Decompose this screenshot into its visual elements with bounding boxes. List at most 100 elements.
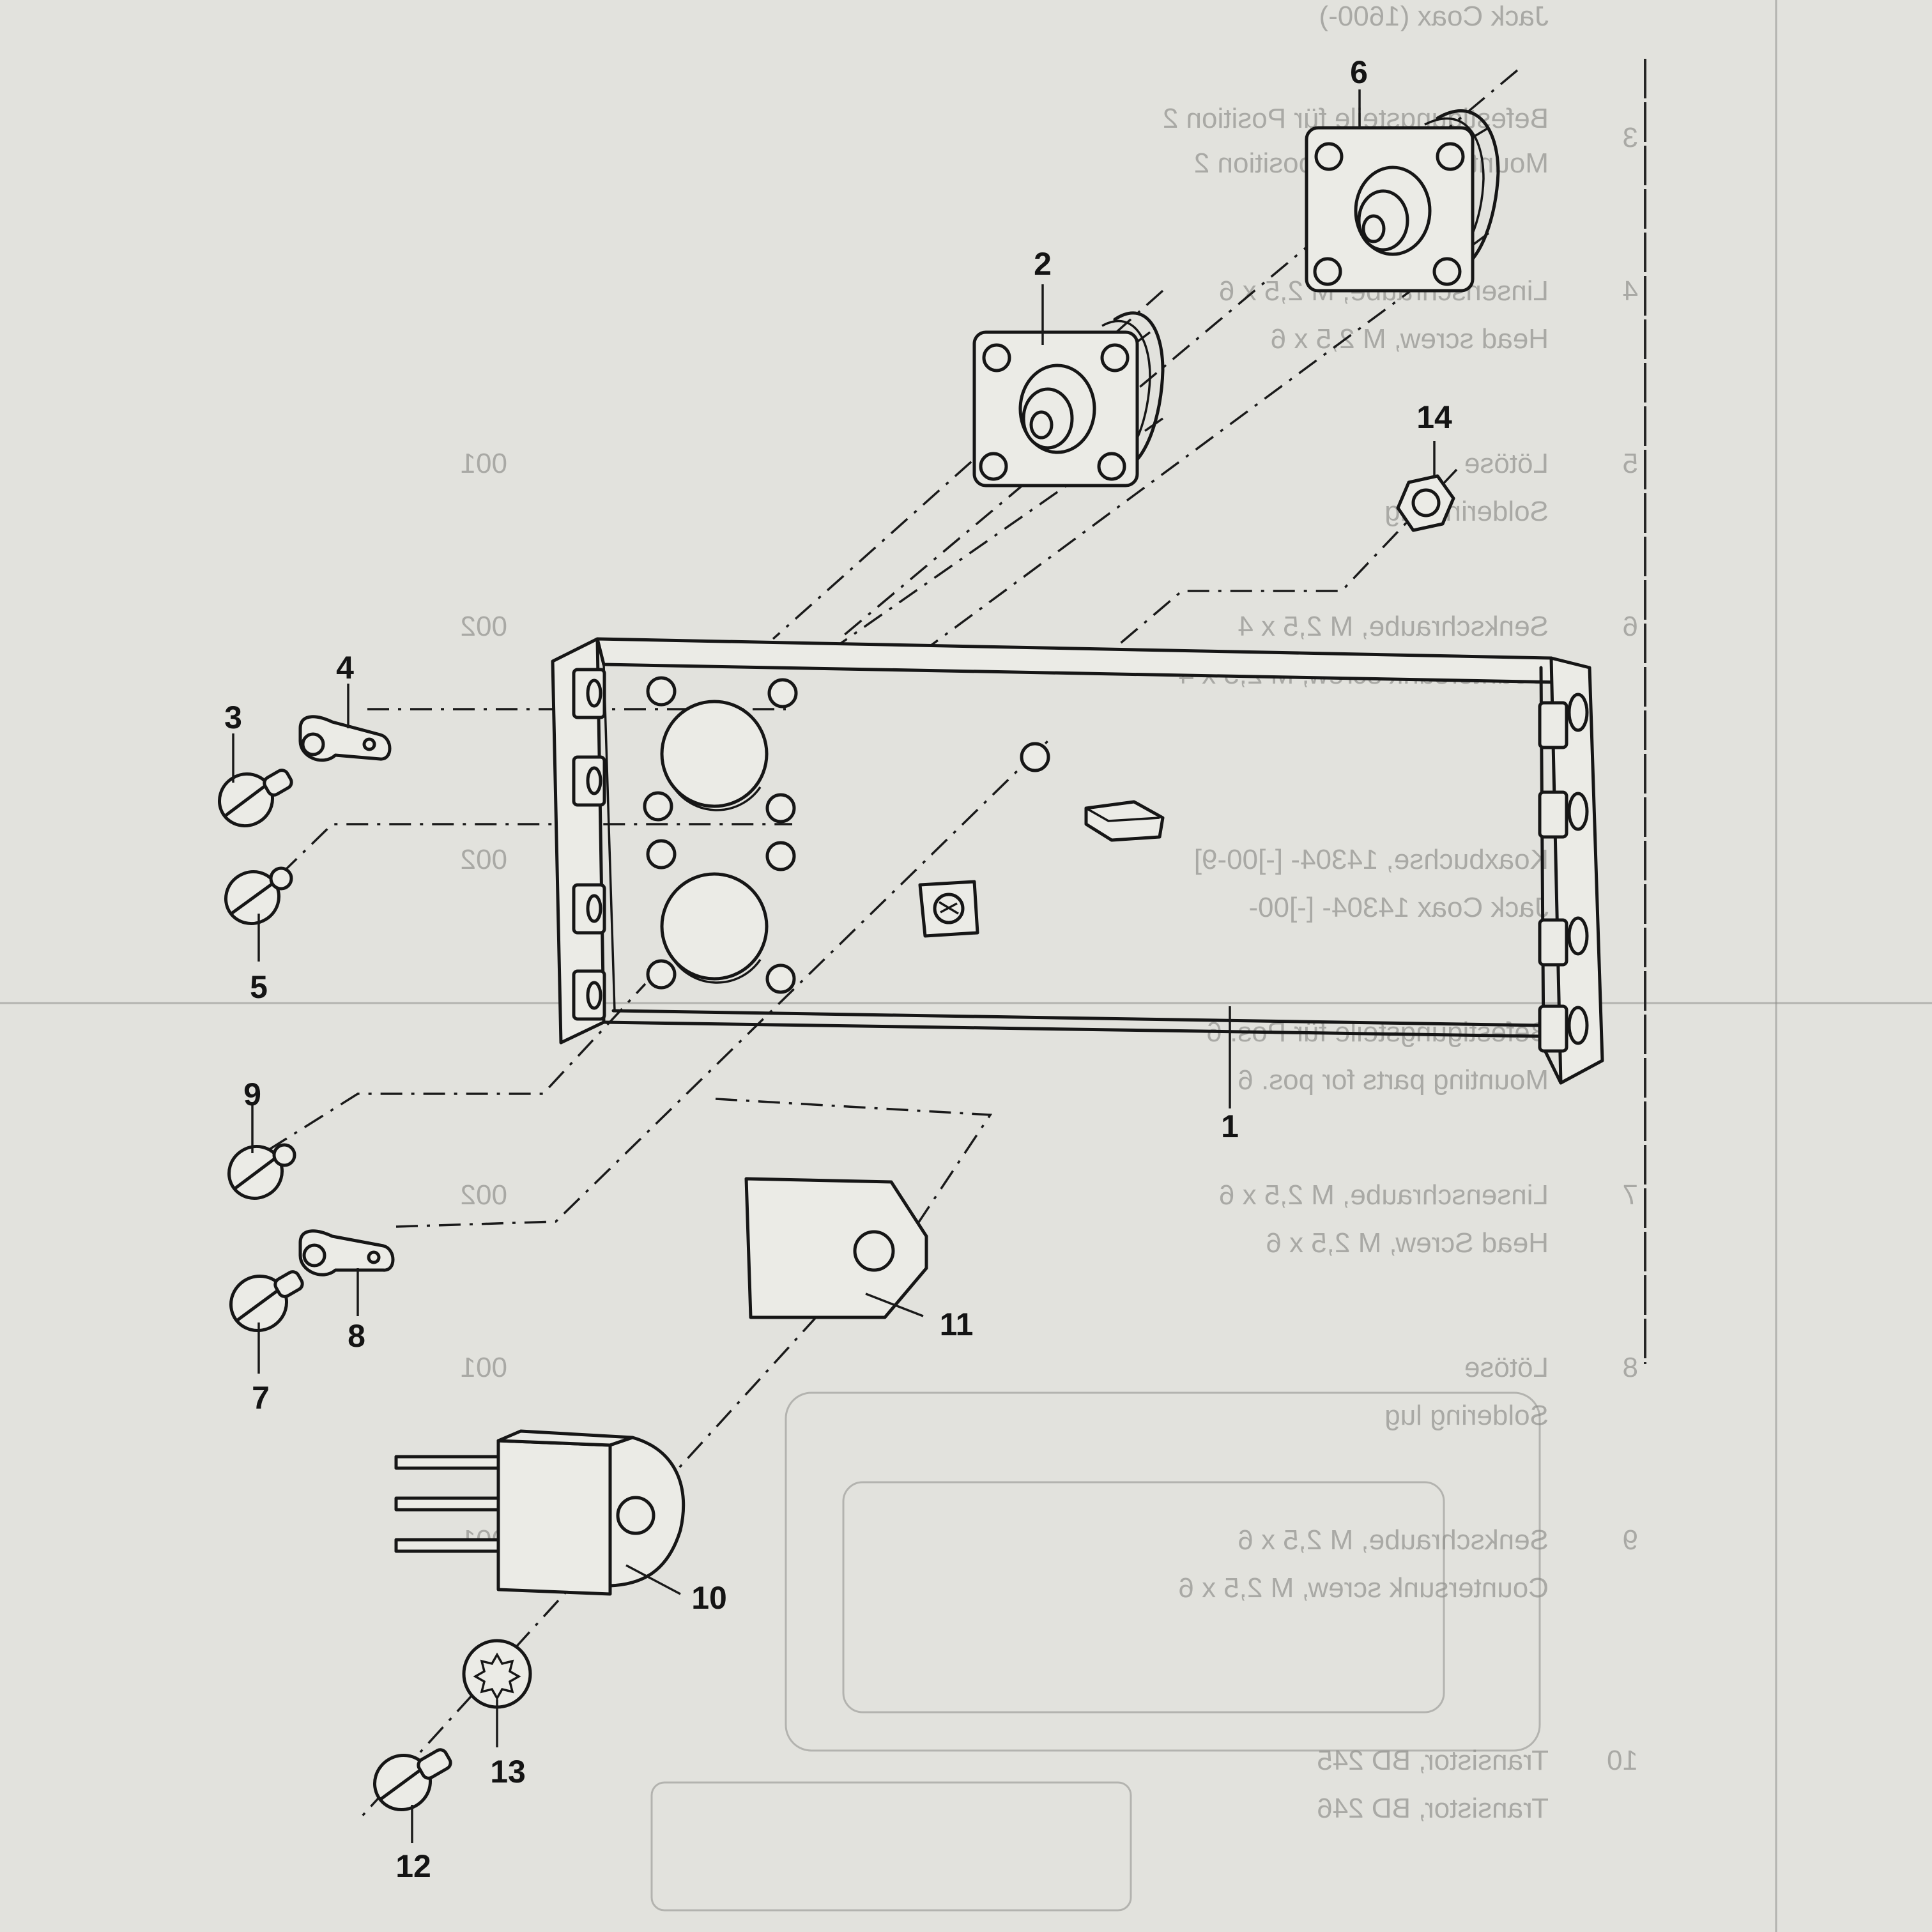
square-insert [918,880,979,938]
bleed-item-number: 7 [1623,1179,1638,1211]
flange-screw-hole [979,452,1008,481]
callout-3: 3 [224,700,242,735]
lug-body [298,1229,395,1276]
bleed-line: Lötöse [1464,448,1549,479]
flange-screw-hole [1100,343,1130,372]
part-2-coax-jack [972,311,1165,487]
flange-slot [1538,790,1568,839]
bleed-line: Linsenschraube, M 2,5 x 6 [1219,1179,1549,1211]
bleed-code: 002 [461,611,507,642]
left-flange-slots [572,668,606,1021]
jack-center [1029,410,1054,440]
flange-screw-hole [1436,142,1465,171]
flange-slot [1538,701,1568,749]
leader-10 [625,1564,681,1595]
flange-hole [586,766,602,795]
screw-slot [229,881,275,916]
mount-hole [646,839,677,870]
part-7-screw [229,1270,304,1333]
bleed-line: Head Screw, M 2,5 x 6 [1266,1227,1549,1259]
leader-lines [232,89,1436,1843]
callout-4: 4 [336,650,354,686]
screw-shank [263,769,293,797]
bleed-item-number: 10 [1607,1745,1638,1776]
axis-screw-9 [268,983,647,1151]
bleed-item-number: 8 [1623,1352,1638,1383]
bleed-line: Jack Coax 14304- [-]00- [1248,892,1549,923]
axis-screw-7 [395,740,1049,1228]
callout-8: 8 [348,1318,365,1354]
tab-edge [1085,807,1160,822]
bleed-item-number: 4 [1623,275,1638,307]
bleed-item-number: 3 [1623,122,1638,153]
part-4-soldering-lug [298,715,392,762]
part-5-screw [224,866,293,926]
opening-rim [670,782,762,811]
bleed-line: Soldering lug [1384,1400,1549,1431]
insulator-plate [744,1177,928,1319]
lower-jack-opening [660,872,769,981]
bleed-line: Transistor, BD 245 [1317,1745,1549,1776]
callout-2: 2 [1034,246,1052,282]
bleed-line: Transistor, BD 246 [1317,1793,1549,1824]
part-8-soldering-lug [298,1229,395,1276]
bleed-box [842,1481,1445,1713]
bleed-line: Senkschraube, M 2,5 x 6 [1238,1524,1549,1556]
transistor-lead [394,1496,500,1512]
thread-marks [939,901,959,915]
callout-12: 12 [395,1848,431,1884]
bleed-box [650,1781,1132,1912]
bleed-item-number: 9 [1623,1524,1638,1556]
bleed-line: Koaxbuchse, 14304- [-]00-9] [1194,844,1549,875]
flange-thickness [1472,126,1489,139]
flange-slot [1538,918,1568,967]
screw-slot [236,1286,283,1322]
flange-screw-hole [1432,257,1462,286]
mount-hole [646,676,677,707]
part-12-screw [372,1748,452,1812]
jack-rear-body [1436,109,1500,273]
part-6-coax-jack [1305,109,1500,293]
part-3-screw [217,769,293,828]
part-11-insulator [744,1177,928,1319]
axis-nut-14 [1117,468,1458,647]
transistor-lead [394,1538,500,1553]
screw-slot [379,1765,426,1801]
flange-hole [586,981,602,1010]
part-10-transistor [394,1429,686,1596]
screw-tip [272,1143,296,1167]
bleed-code: 002 [461,1179,507,1211]
mount-hole [765,793,796,824]
lug-tab-hole [362,737,376,751]
part-14-hex-nut [1396,474,1455,532]
transistor-tab-hole [616,1496,656,1535]
leader-11 [865,1292,924,1317]
flange-screw-hole [1313,257,1342,286]
mount-hole [765,963,796,994]
wedge-tab [1084,800,1165,842]
bleed-line: Head screw, M 2,5 x 6 [1271,323,1549,355]
screw-shank [273,1270,304,1298]
lug-tab-hole [367,1250,381,1264]
mount-hole [765,841,796,871]
bleed-line: Senkschraube, M 2,5 x 4 [1238,611,1549,642]
callout-9: 9 [243,1077,261,1112]
bleed-line: Jack Coax (1600-) [1319,1,1549,32]
bleed-box [785,1392,1541,1752]
flange-hole [586,678,602,708]
part-9-screw [227,1143,296,1200]
right-flange-slots [1538,693,1589,1053]
jack-rear-body [1113,311,1165,471]
flange-hole [1567,792,1589,831]
upper-jack-opening [660,700,769,808]
insulator-hole [853,1230,895,1272]
flange-hole [1567,916,1589,956]
callout-13: 13 [490,1754,526,1790]
callout-10: 10 [691,1580,727,1616]
bleed-item-number: 6 [1623,611,1638,642]
callout-1: 1 [1221,1108,1239,1144]
